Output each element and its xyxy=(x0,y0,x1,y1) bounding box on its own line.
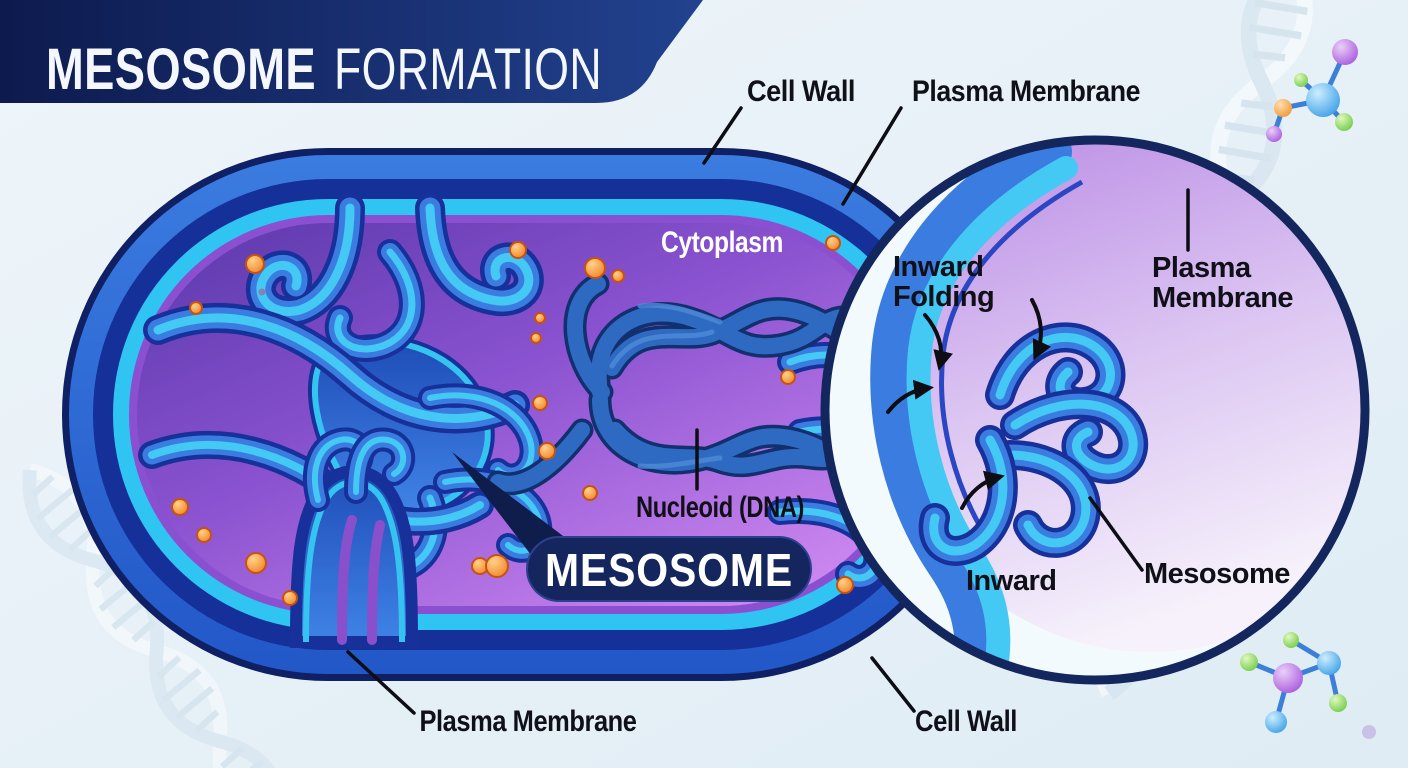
leader-line-inset-mesosome xyxy=(1088,496,1144,572)
molecule-ball xyxy=(1335,113,1353,131)
inset-plasma-membrane-label-2: Membrane xyxy=(1152,282,1293,314)
molecule-ball xyxy=(1240,653,1258,671)
mesosome-callout: MESOSOME xyxy=(452,452,812,602)
plasma-membrane-bottom-label: Plasma Membrane xyxy=(420,705,637,738)
inset-plasma-membrane-label: Plasma xyxy=(1152,252,1252,284)
tiny-granule-dot xyxy=(258,288,266,296)
molecule-ball xyxy=(1283,632,1299,648)
mesosome-callout-label: MESOSOME xyxy=(545,544,793,596)
lavender-dot xyxy=(1362,725,1376,739)
molecule-ball xyxy=(1294,73,1308,87)
ribosome-dot xyxy=(245,254,265,274)
ribosome-dot xyxy=(836,576,854,594)
ribosome-dot xyxy=(825,235,841,251)
mesosome-folds xyxy=(138,193,911,648)
title-word-formation: FORMATION xyxy=(334,37,602,102)
molecule-ball xyxy=(1273,663,1303,693)
ribosome-dot xyxy=(189,301,203,315)
inset-circle-border xyxy=(820,135,1370,685)
inset-inward-label: Inward xyxy=(966,565,1056,597)
inset-inward-folding-label-2: Folding xyxy=(893,281,994,313)
ribosome-dot xyxy=(509,241,527,259)
inset-inward-folding-label: Inward xyxy=(893,251,983,283)
cell-wall-bottom-label: Cell Wall xyxy=(915,705,1017,738)
molecule-ball xyxy=(1332,39,1358,65)
ribosome-dot xyxy=(584,257,606,279)
molecule-ball xyxy=(1266,126,1282,142)
inset-magnifier: Inward Folding Plasma Membrane Inward Me… xyxy=(820,135,1370,685)
ribosome-dots xyxy=(171,235,854,606)
molecule-ball xyxy=(1317,651,1341,675)
ribosome-dot xyxy=(534,312,546,324)
leader-line-plasma-membrane-top xyxy=(841,106,903,206)
title-banner: MESOSOME FORMATION xyxy=(0,0,703,103)
molecule-ball xyxy=(1306,83,1340,117)
cytoplasm-label: Cytoplasm xyxy=(661,226,783,259)
leader-line-plasma-membrane-bottom xyxy=(346,650,416,715)
main-labels: Cell Wall Plasma Membrane Cytoplasm Nucl… xyxy=(346,75,1141,738)
ribosome-dot xyxy=(532,395,548,411)
ribosome-dot xyxy=(780,369,796,385)
inset-white-crescent xyxy=(825,140,1060,680)
molecule-decoration-bottom-right xyxy=(1240,632,1376,739)
molecule-ball xyxy=(1274,99,1292,117)
ribosome-dot xyxy=(171,498,189,516)
leader-line-cell-wall-top xyxy=(702,106,743,165)
leader-line-cell-wall-bottom xyxy=(870,656,916,713)
ribosome-dot xyxy=(282,590,298,606)
molecule-ball xyxy=(1329,694,1347,712)
callout-pill xyxy=(526,536,812,602)
ribosome-dot xyxy=(245,552,267,574)
ribosome-dot xyxy=(582,485,598,501)
title-word-mesosome: MESOSOME xyxy=(46,37,316,102)
ribosome-dot xyxy=(530,332,542,344)
ribosome-dot xyxy=(538,442,556,460)
molecule-decoration-top-right xyxy=(1266,39,1358,142)
ribosome-dot xyxy=(611,269,625,283)
plasma-membrane-top-label: Plasma Membrane xyxy=(912,75,1140,108)
ribosome-dot xyxy=(196,527,212,543)
ribosome-dot xyxy=(485,554,509,578)
inward-folding-arrows xyxy=(886,298,1052,510)
inset-mesosome-label: Mesosome xyxy=(1144,558,1290,590)
cell-wall-top-label: Cell Wall xyxy=(747,75,855,108)
nucleoid-dna-label: Nucleoid (DNA) xyxy=(636,491,804,524)
molecule-ball xyxy=(1265,711,1287,733)
